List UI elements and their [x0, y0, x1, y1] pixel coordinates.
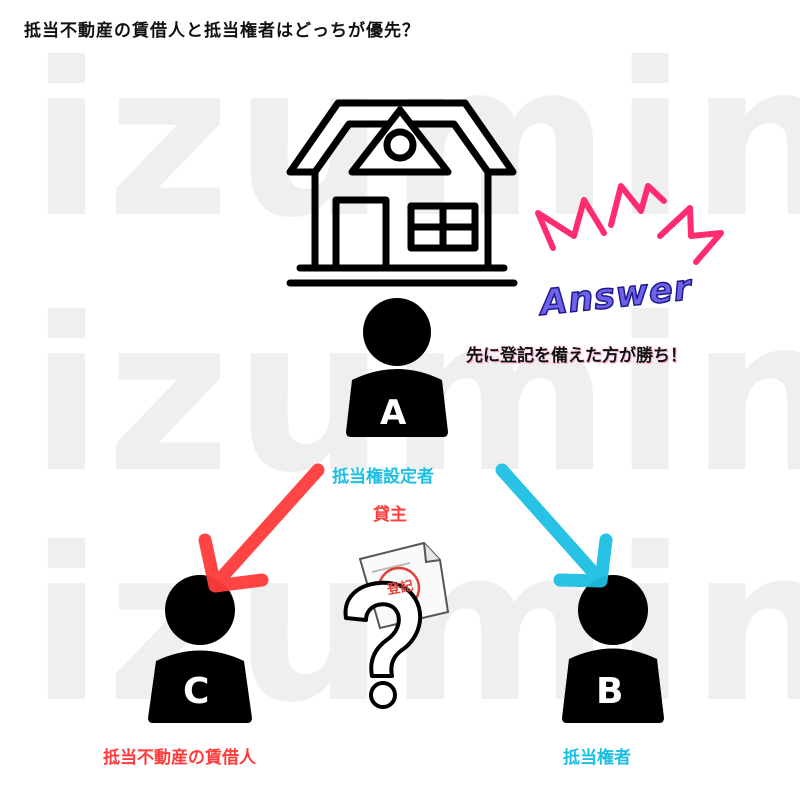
answer-text: 先に登記を備えた方が勝ち！: [466, 346, 687, 366]
person-b-icon: [562, 575, 664, 723]
person-b-letter: B: [596, 671, 624, 712]
person-b-role-label: 抵当権者: [563, 748, 631, 768]
arrow-to-c: [198, 463, 325, 593]
arrow-to-b: [495, 463, 613, 588]
person-a-role-lessor: 貸主: [373, 505, 407, 525]
burst-icon: [535, 183, 724, 265]
person-a-role-mortgagor: 抵当権設定者: [332, 467, 434, 487]
person-c-role-label: 抵当不動産の賃借人: [103, 748, 256, 768]
person-c-icon: [148, 575, 252, 723]
person-a-icon: [346, 298, 448, 437]
page-title: 抵当不動産の賃借人と抵当権者はどっちが優先？: [24, 21, 420, 41]
person-a-letter: A: [380, 393, 407, 433]
person-c-letter: C: [183, 671, 210, 712]
house-icon: [286, 99, 518, 287]
question-mark-icon: [343, 580, 422, 709]
